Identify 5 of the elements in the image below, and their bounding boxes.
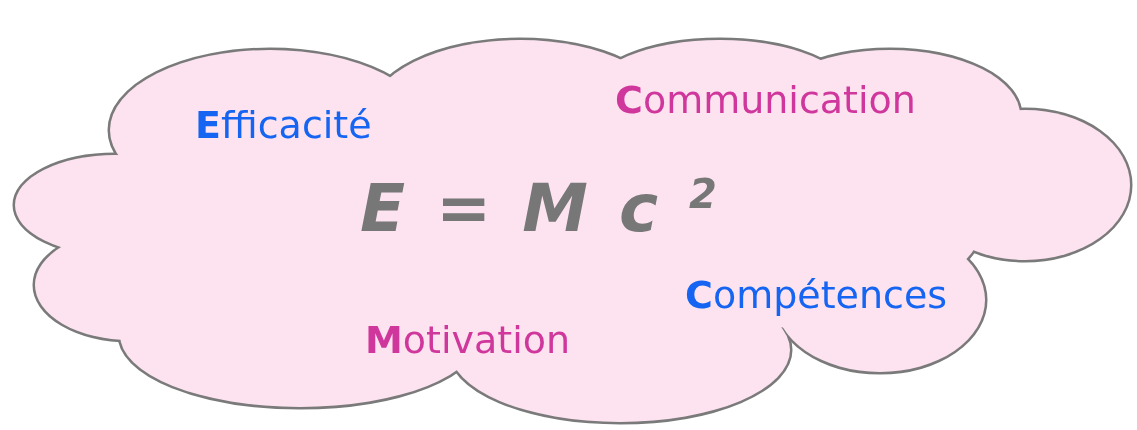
- word-label: Compétences: [685, 275, 948, 317]
- word-label: Motivation: [365, 320, 571, 362]
- word-label: Communication: [615, 80, 916, 122]
- word-label: Efficacité: [195, 105, 372, 147]
- equation-text: E = M c $^{2}$: [360, 172, 721, 246]
